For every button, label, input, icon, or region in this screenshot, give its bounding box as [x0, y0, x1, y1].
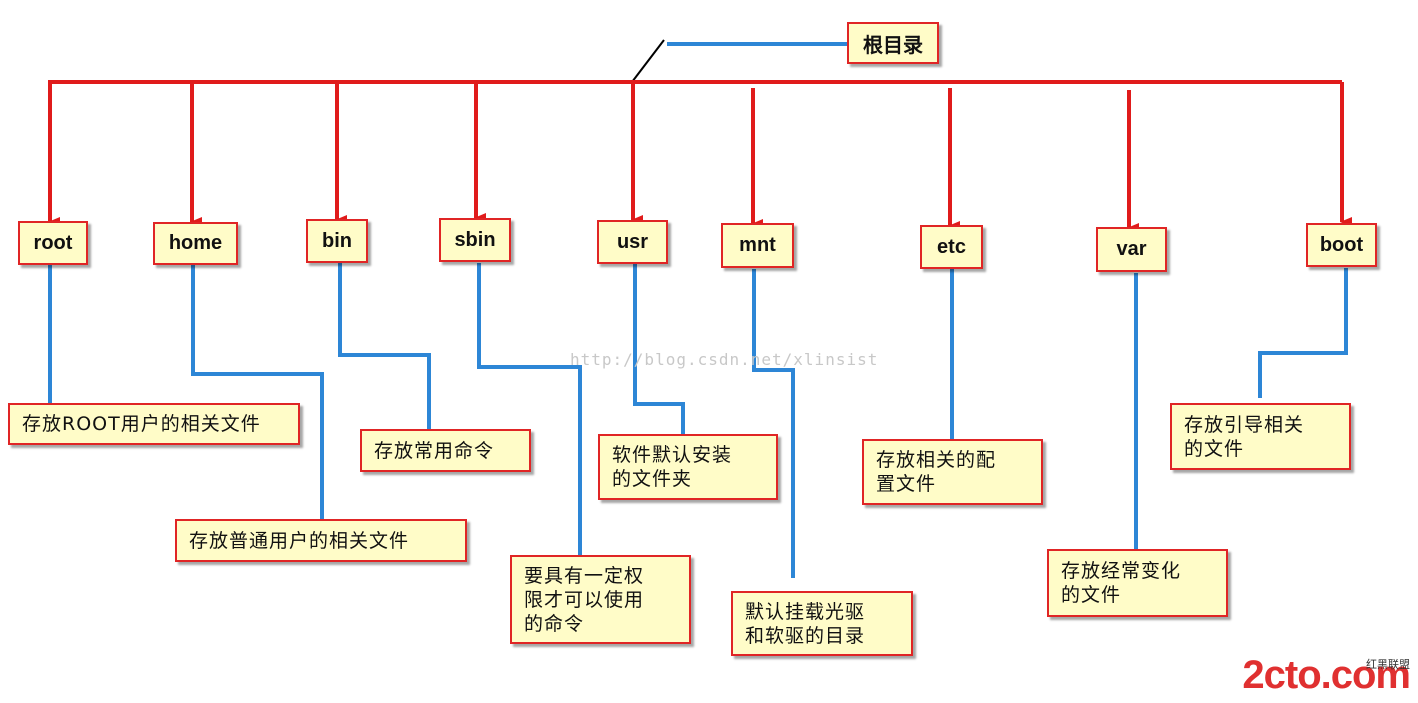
desc-text-mnt: 默认挂载光驱 和软驱的目录: [745, 600, 866, 647]
watermark-url: http://blog.csdn.net/xlinsist: [570, 350, 879, 369]
leader-sbin: [477, 263, 582, 556]
root-pointer-line: [631, 39, 665, 83]
desc-text-home: 存放普通用户的相关文件: [189, 529, 410, 552]
dir-label-sbin: sbin: [454, 228, 496, 251]
leader-boot: [1258, 268, 1348, 398]
desc-box-usr: 软件默认安装 的文件夹: [598, 434, 778, 500]
dir-label-boot: boot: [1319, 233, 1364, 256]
desc-box-sbin: 要具有一定权 限才可以使用 的命令: [510, 555, 691, 644]
dir-label-root: root: [33, 231, 73, 254]
desc-text-var: 存放经常变化 的文件: [1061, 560, 1182, 606]
desc-box-bin: 存放常用命令: [360, 429, 531, 472]
site-logo-main: 2cto.com: [1242, 653, 1411, 697]
site-logo-sub: 红黑联盟: [1366, 659, 1410, 671]
desc-box-home: 存放普通用户的相关文件: [175, 519, 467, 562]
root-directory-label: 根目录: [863, 34, 923, 57]
dir-box-bin: bin: [306, 219, 368, 263]
dir-box-sbin: sbin: [439, 218, 511, 262]
desc-text-boot: 存放引导相关 的文件: [1184, 413, 1305, 460]
dir-box-usr: usr: [597, 220, 668, 264]
dir-label-mnt: mnt: [739, 234, 776, 256]
desc-text-usr: 软件默认安装 的文件夹: [612, 444, 733, 490]
desc-box-root: 存放ROOT用户的相关文件: [8, 403, 300, 445]
leader-home: [191, 265, 324, 520]
desc-text-bin: 存放常用命令: [374, 439, 495, 462]
desc-box-etc: 存放相关的配 置文件: [862, 439, 1043, 505]
leader-usr: [633, 264, 685, 435]
dir-label-bin: bin: [322, 229, 352, 252]
dir-box-etc: etc: [920, 225, 983, 269]
dir-box-var: var: [1096, 227, 1167, 272]
desc-box-var: 存放经常变化 的文件: [1047, 549, 1228, 617]
desc-box-mnt: 默认挂载光驱 和软驱的目录: [731, 591, 913, 656]
dir-box-mnt: mnt: [721, 223, 794, 268]
dir-box-root: root: [18, 221, 88, 265]
dir-box-home: home: [153, 222, 238, 265]
dir-label-var: var: [1116, 238, 1147, 260]
leader-mnt: [752, 269, 795, 578]
desc-text-etc: 存放相关的配 置文件: [876, 449, 997, 495]
site-logo: 红黑联盟 2cto.com: [1242, 653, 1411, 697]
desc-text-root: 存放ROOT用户的相关文件: [22, 413, 261, 435]
leader-bin: [338, 263, 431, 430]
desc-text-sbin: 要具有一定权 限才可以使用 的命令: [524, 564, 645, 635]
dir-label-usr: usr: [616, 230, 649, 253]
dir-label-etc: etc: [937, 235, 966, 258]
desc-box-boot: 存放引导相关 的文件: [1170, 403, 1351, 470]
dir-box-boot: boot: [1306, 223, 1377, 267]
root-directory-box: 根目录: [847, 22, 939, 64]
dir-label-home: home: [168, 232, 223, 254]
